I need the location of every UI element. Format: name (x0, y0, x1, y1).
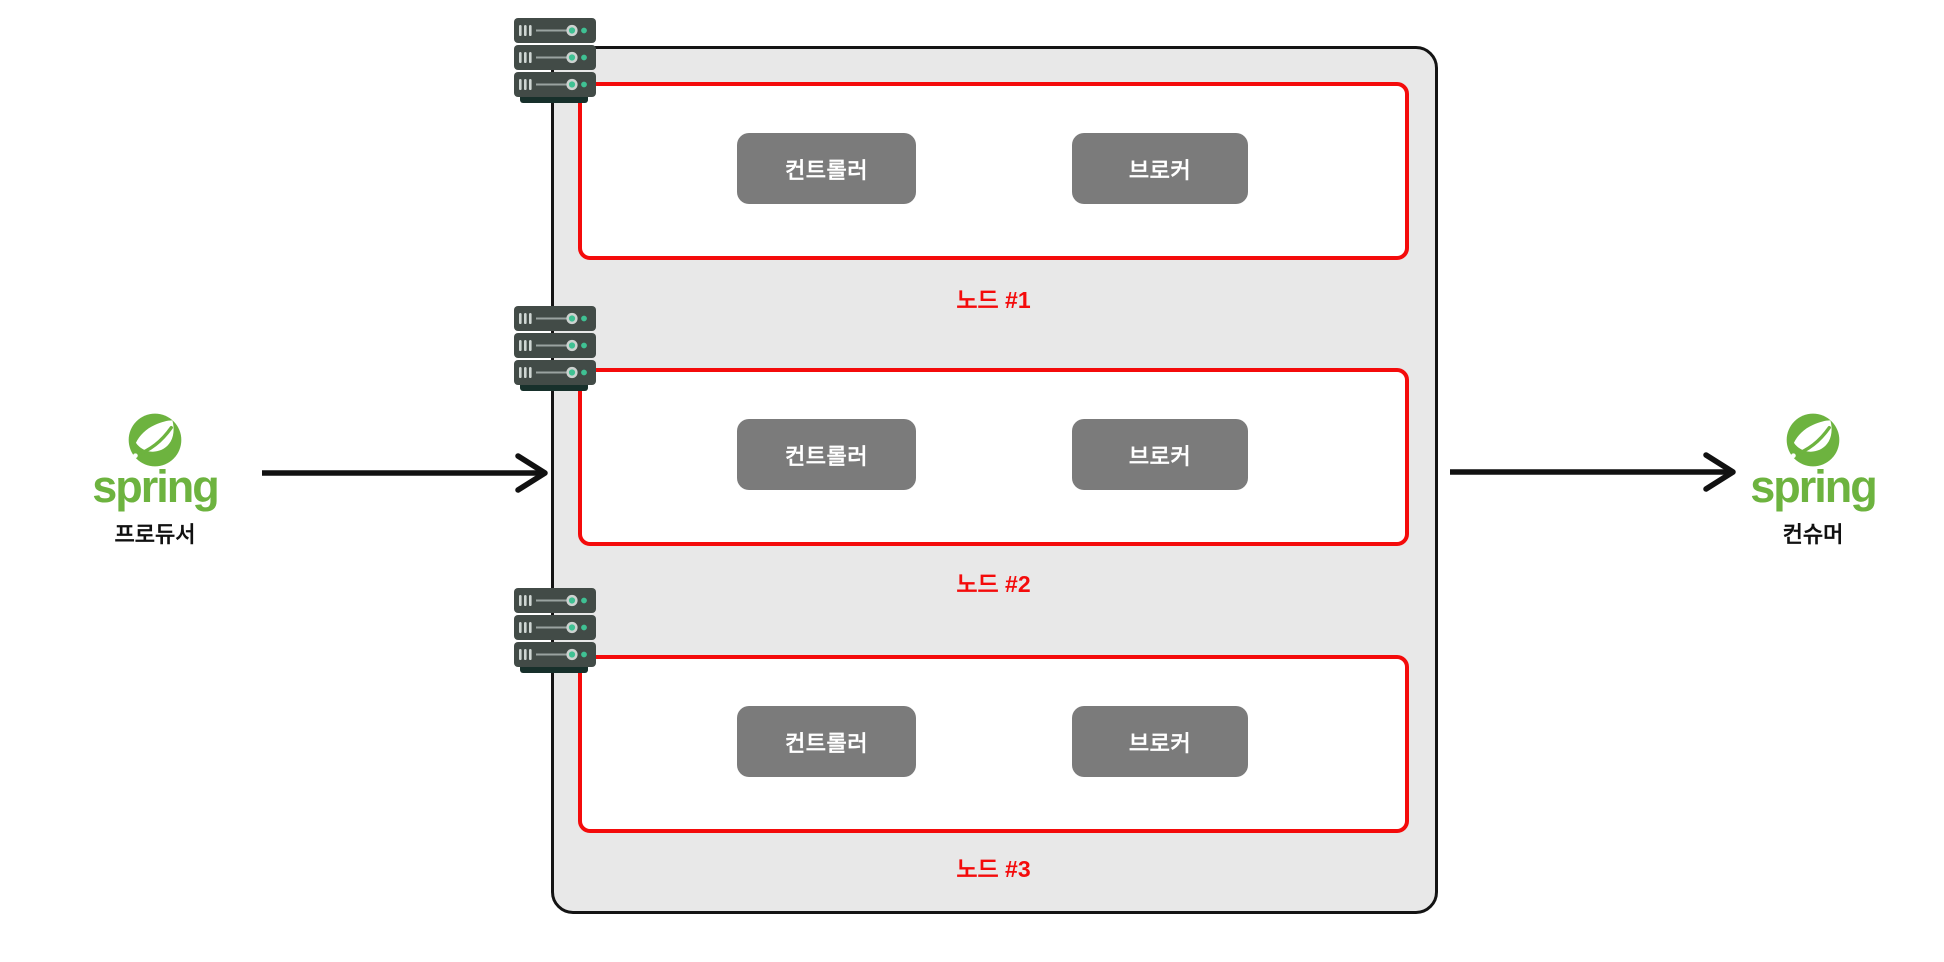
cluster-to-consumer-arrow (1450, 452, 1736, 492)
broker-box: 브로커 (1072, 706, 1248, 777)
producer-group: spring 프로듀서 (40, 412, 270, 549)
server-stack-icon (514, 306, 596, 391)
consumer-group: spring 컨슈머 (1698, 412, 1928, 549)
spring-wordmark: spring (1750, 461, 1878, 512)
node-box-1: 컨트롤러 브로커 (578, 82, 1409, 260)
node-label-1: 노드 #1 (956, 287, 1031, 313)
node-label-2: 노드 #2 (956, 571, 1031, 597)
broker-box: 브로커 (1072, 419, 1248, 490)
spring-wordmark: spring (92, 461, 220, 512)
spring-leaf-icon (128, 413, 182, 467)
controller-box: 컨트롤러 (737, 706, 916, 777)
server-stack-icon (514, 18, 596, 103)
controller-box: 컨트롤러 (737, 419, 916, 490)
node-label-3: 노드 #3 (956, 856, 1031, 882)
server-stack-icon (514, 588, 596, 673)
producer-label: 프로듀서 (114, 522, 196, 547)
consumer-label: 컨슈머 (1782, 522, 1844, 547)
producer-to-cluster-arrow (262, 453, 548, 493)
node-box-3: 컨트롤러 브로커 (578, 655, 1409, 833)
spring-leaf-icon (1786, 413, 1840, 467)
node-box-2: 컨트롤러 브로커 (578, 368, 1409, 546)
controller-box: 컨트롤러 (737, 133, 916, 204)
broker-box: 브로커 (1072, 133, 1248, 204)
